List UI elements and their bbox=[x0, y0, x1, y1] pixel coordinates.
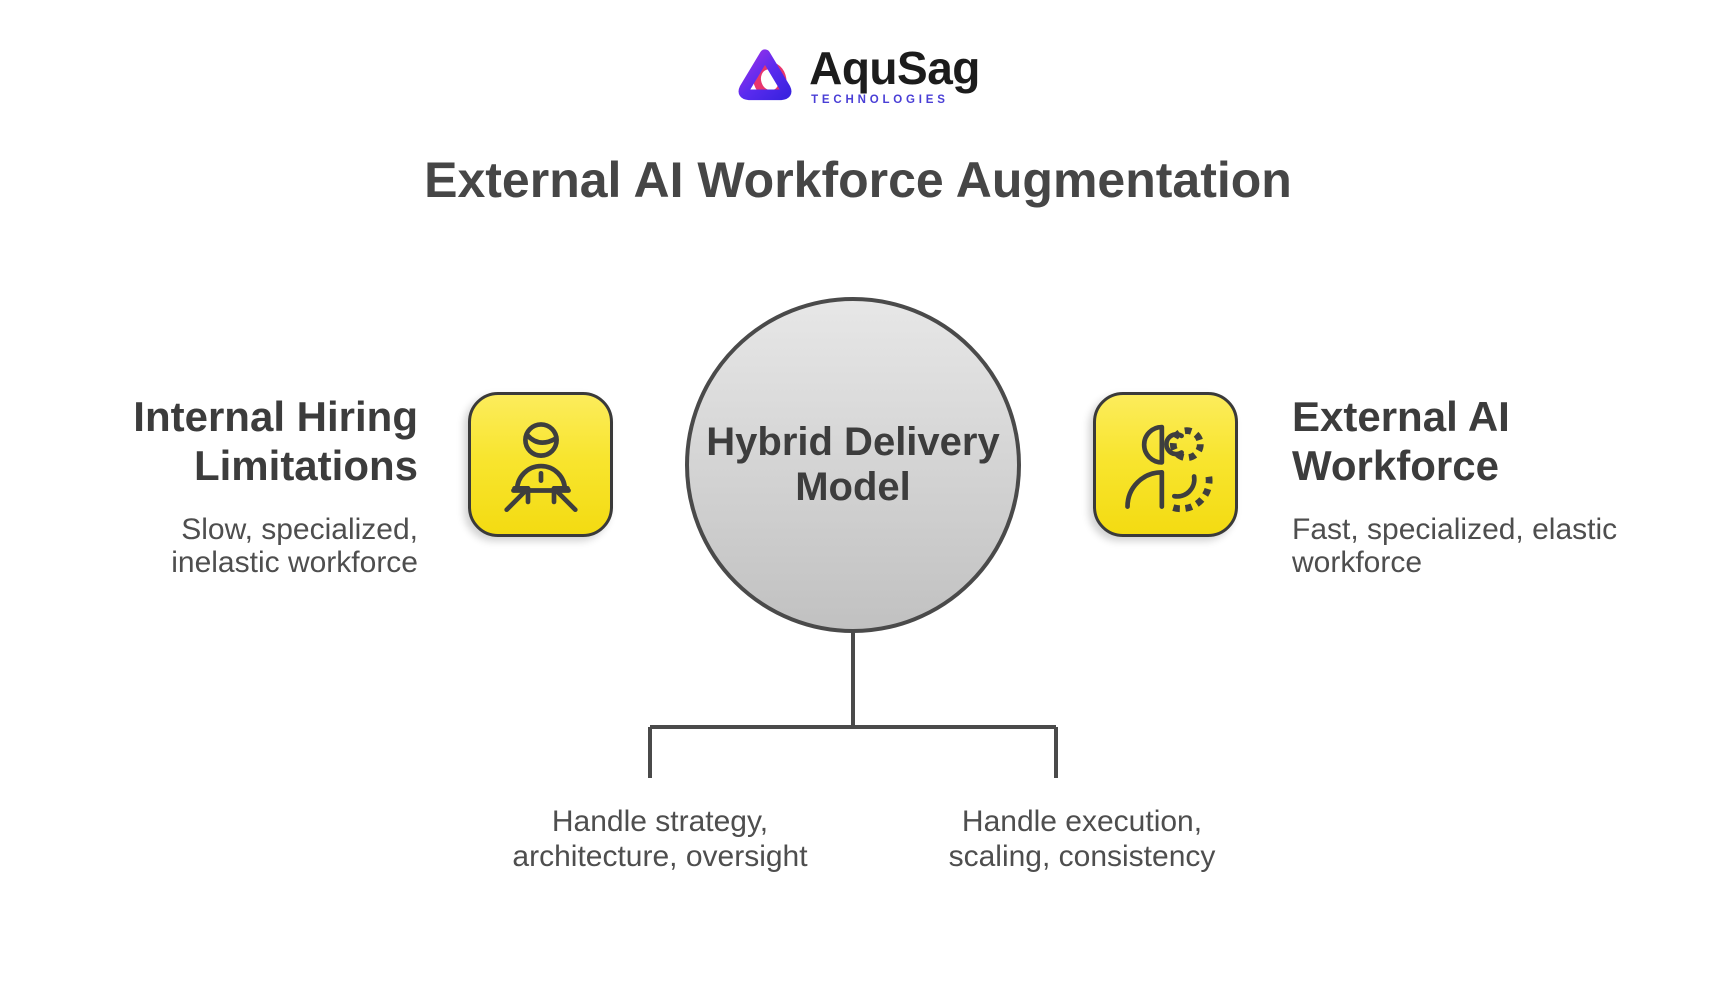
desc-line: Fast, specialized, elastic bbox=[1292, 513, 1618, 546]
branch-label-line: Handle execution, bbox=[961, 805, 1203, 838]
person-constrained-icon bbox=[503, 421, 578, 512]
page-title: External AI Workforce Augmentation bbox=[424, 152, 1292, 208]
logo: AquSag TECHNOLOGIES bbox=[0, 44, 1716, 106]
internal-hiring-text-block: Internal Hiring Limitations Slow, specia… bbox=[56, 392, 418, 579]
heading-line: Internal Hiring bbox=[133, 393, 418, 440]
branch-label-line: scaling, consistency bbox=[948, 840, 1216, 873]
internal-hiring-description: Slow, specialized, inelastic workforce bbox=[56, 513, 418, 579]
internal-hiring-heading: Internal Hiring Limitations bbox=[56, 392, 418, 490]
logo-subtitle: TECHNOLOGIES bbox=[811, 93, 949, 106]
external-ai-icon-box bbox=[1093, 392, 1238, 537]
aqusag-triangle-loop-icon bbox=[738, 49, 792, 101]
branch-connector-lines bbox=[648, 632, 1058, 778]
center-node-label: Model bbox=[795, 465, 911, 509]
external-ai-description: Fast, specialized, elastic workforce bbox=[1292, 513, 1654, 579]
desc-line: inelastic workforce bbox=[171, 546, 418, 579]
external-ai-heading: External AI Workforce bbox=[1292, 392, 1654, 490]
branch-label-line: architecture, oversight bbox=[512, 840, 808, 873]
heading-line: Limitations bbox=[193, 442, 418, 489]
strategy-branch-label: Handle strategy, architecture, oversight bbox=[435, 804, 885, 874]
hybrid-delivery-model-node: Hybrid Delivery Model bbox=[685, 297, 1021, 633]
heading-line: Workforce bbox=[1292, 442, 1499, 489]
center-node-label: Hybrid Delivery bbox=[706, 420, 1000, 464]
desc-line: workforce bbox=[1292, 546, 1423, 579]
internal-hiring-icon-box bbox=[468, 392, 613, 537]
branch-label-line: Handle strategy, bbox=[551, 805, 769, 838]
external-ai-text-block: External AI Workforce Fast, specialized,… bbox=[1292, 392, 1654, 579]
logo-brand: AquSag bbox=[809, 42, 980, 95]
desc-line: Slow, specialized, bbox=[181, 513, 418, 546]
heading-line: External AI bbox=[1292, 393, 1510, 440]
execution-branch-label: Handle execution, scaling, consistency bbox=[857, 804, 1307, 874]
person-gears-icon bbox=[1124, 424, 1212, 512]
